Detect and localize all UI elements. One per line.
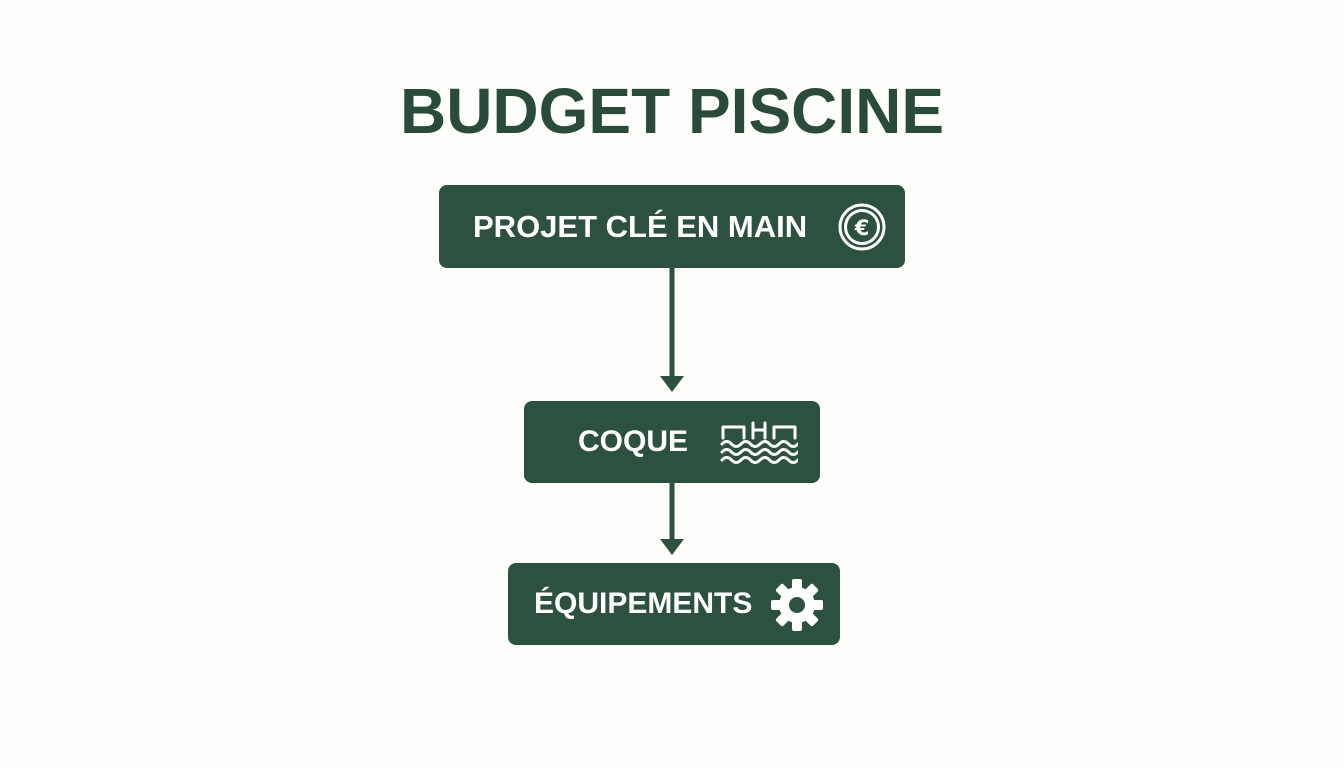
node-coque: COQUE xyxy=(524,401,820,483)
node-label: PROJET CLÉ EN MAIN xyxy=(473,208,808,244)
gear-icon xyxy=(770,578,824,632)
diagram-title: BUDGET PISCINE xyxy=(399,75,945,147)
node-label: COQUE xyxy=(578,425,689,458)
node-label: ÉQUIPEMENTS xyxy=(534,587,753,620)
edge-coque-to-equipements xyxy=(660,483,684,555)
arrowhead-1 xyxy=(660,376,684,392)
edge-projet-to-coque xyxy=(660,268,684,392)
svg-text:€: € xyxy=(854,216,870,240)
node-equipements: ÉQUIPEMENTS xyxy=(508,563,840,645)
pool-water-icon xyxy=(720,419,798,465)
node-projet-cle-en-main: PROJET CLÉ EN MAIN € xyxy=(439,185,905,268)
arrowhead-2 xyxy=(660,539,684,555)
euro-coin-icon: € xyxy=(837,202,887,252)
